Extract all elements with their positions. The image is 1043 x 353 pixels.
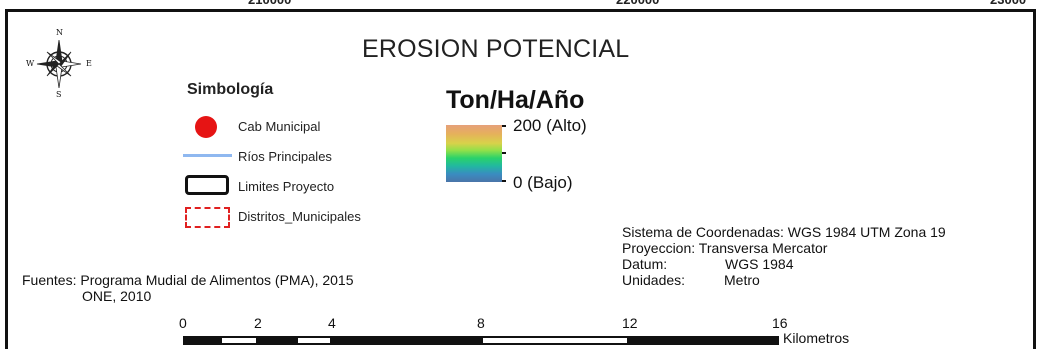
limites-proyecto-symbol <box>185 175 229 195</box>
east-label: E <box>86 59 92 68</box>
legend-item-rios-principales: Ríos Principales <box>238 149 332 164</box>
top-coordinate-2: 220000 <box>616 0 659 6</box>
coordinate-system: Sistema de Coordenadas: WGS 1984 UTM Zon… <box>622 224 946 240</box>
sources-line-2: ONE, 2010 <box>82 288 152 304</box>
scale-tick-4: 4 <box>328 315 336 331</box>
top-coordinate-1: 210000 <box>248 0 291 6</box>
scale-bar <box>183 336 783 345</box>
sources-line-1: Fuentes: Programa Mudial de Alimentos (P… <box>22 272 354 288</box>
map-frame <box>5 9 1036 349</box>
units-value: Metro <box>724 272 760 288</box>
scale-tick-2: 2 <box>254 315 262 331</box>
datum-label: Datum: <box>622 256 668 272</box>
west-label: W <box>26 59 35 68</box>
distritos-municipales-symbol <box>185 207 230 228</box>
legend-item-cab-municipal: Cab Municipal <box>238 119 321 134</box>
rios-principales-symbol <box>183 154 232 157</box>
projection: Proyeccion: Transversa Mercator <box>622 240 828 256</box>
ramp-tick-mid <box>502 152 506 154</box>
ramp-low-label: 0 (Bajo) <box>513 173 573 192</box>
legend-item-distritos-municipales: Distritos_Municipales <box>238 209 361 224</box>
scale-segment-2 <box>220 336 258 345</box>
scale-tick-12: 12 <box>622 315 638 331</box>
cab-municipal-symbol <box>195 116 217 138</box>
scale-segment-1 <box>183 336 220 345</box>
scale-segment-3 <box>258 336 296 345</box>
top-coordinate-3: 23000 <box>990 0 1026 6</box>
north-arrow: N S E W <box>22 28 94 100</box>
scale-tick-8: 8 <box>477 315 485 331</box>
south-label: S <box>56 90 62 99</box>
scale-segment-4 <box>296 336 332 345</box>
scale-segment-7 <box>629 336 779 345</box>
scale-tick-0: 0 <box>179 315 187 331</box>
units-label: Unidades: <box>622 272 686 288</box>
erosion-color-ramp <box>446 125 502 182</box>
compass-rose-icon <box>36 39 82 89</box>
scale-unit: Kilometros <box>783 330 850 346</box>
scale-tick-16: 16 <box>772 315 788 331</box>
scale-segment-5 <box>332 336 481 345</box>
legend-item-limites-proyecto: Limites Proyecto <box>238 179 335 194</box>
ramp-high-label: 200 (Alto) <box>513 116 587 135</box>
north-label: N <box>56 28 63 37</box>
ramp-tick-high <box>502 125 506 127</box>
ramp-tick-low <box>502 180 506 182</box>
legend-title: Simbología <box>187 81 274 98</box>
erosion-unit-title: Ton/Ha/Año <box>446 86 585 114</box>
scale-segment-6 <box>481 336 629 345</box>
map-title: EROSION POTENCIAL <box>362 35 630 63</box>
datum-value: WGS 1984 <box>725 256 794 272</box>
